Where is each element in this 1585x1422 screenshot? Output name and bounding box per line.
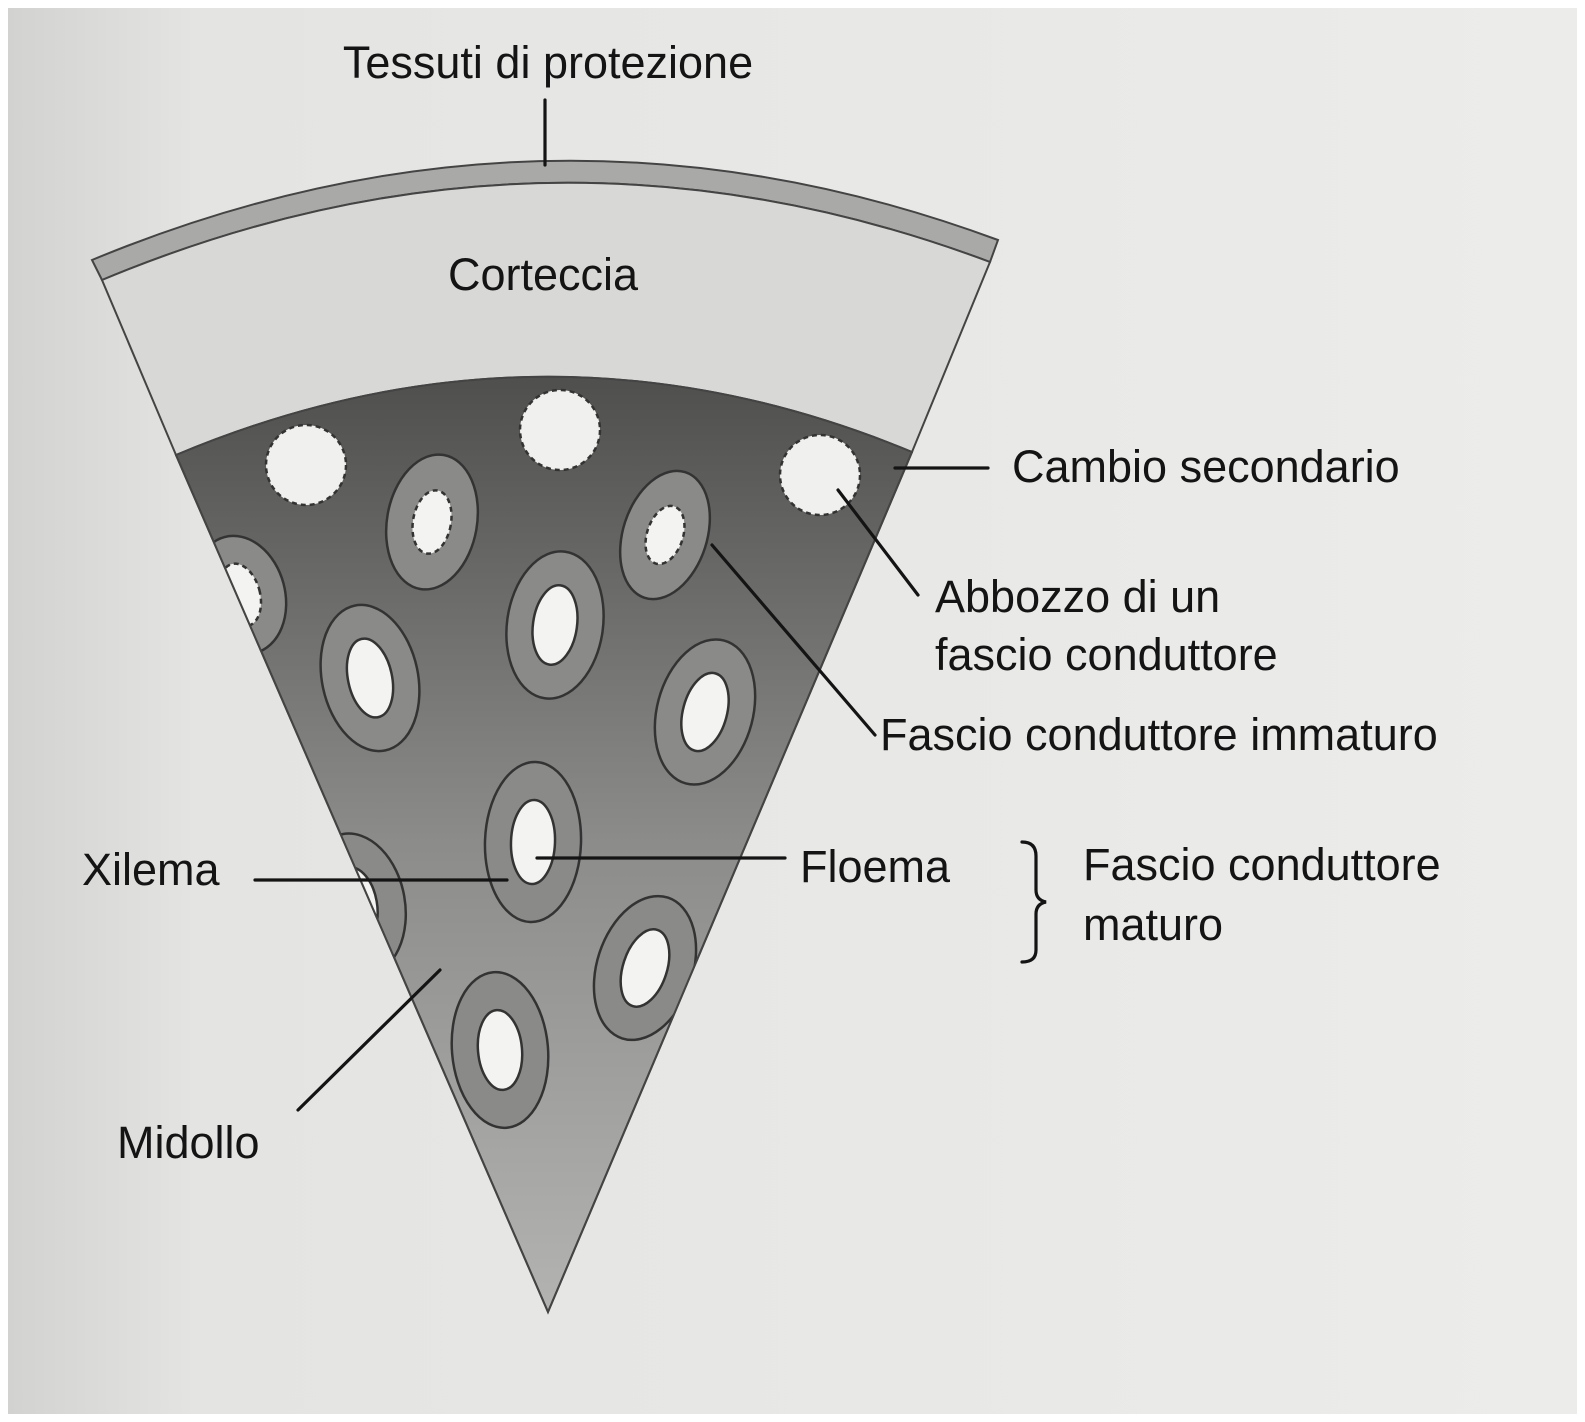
label-bundle-primordium-line2: fascio conduttore: [935, 629, 1278, 680]
label-phloem: Floema: [800, 841, 951, 892]
label-immature-bundle: Fascio conduttore immaturo: [880, 709, 1438, 760]
label-cortex: Corteccia: [448, 249, 639, 300]
label-secondary-cambium: Cambio secondario: [1012, 441, 1400, 492]
label-protective-tissues: Tessuti di protezione: [343, 37, 753, 88]
label-xylem: Xilema: [82, 844, 221, 895]
label-mature-bundle-line2: maturo: [1083, 899, 1223, 950]
label-bundle-primordium-line1: Abbozzo di un: [935, 571, 1220, 622]
bundle-primordium: [266, 425, 346, 505]
label-pith: Midollo: [117, 1117, 260, 1168]
bundle-primordium: [520, 390, 600, 470]
label-mature-bundle-line1: Fascio conduttore: [1083, 839, 1441, 890]
